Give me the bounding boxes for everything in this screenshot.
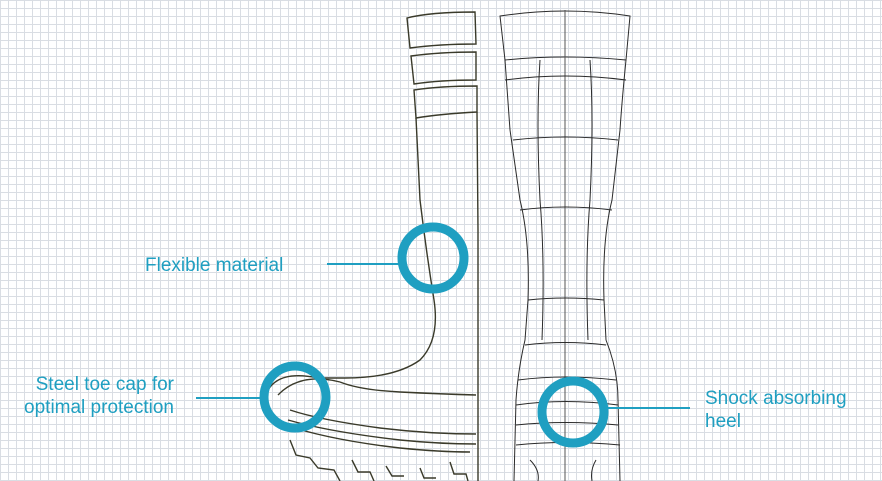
callout-flexible-material: Flexible material (145, 254, 283, 277)
callout-ring-heel (542, 381, 604, 443)
boot-front-view (500, 10, 630, 481)
callout-steel-toe: Steel toe cap for optimal protection (14, 373, 174, 419)
callout-text-line2: heel (705, 410, 847, 433)
callout-ring-flexible (402, 227, 464, 289)
callout-text: Flexible material (145, 254, 283, 277)
boot-side-view (267, 12, 478, 481)
callout-shock-heel: Shock absorbing heel (705, 387, 847, 433)
callout-text-line1: Shock absorbing (705, 387, 847, 410)
callout-text-line1: Steel toe cap for (14, 373, 174, 396)
callout-text-line2: optimal protection (14, 396, 174, 419)
